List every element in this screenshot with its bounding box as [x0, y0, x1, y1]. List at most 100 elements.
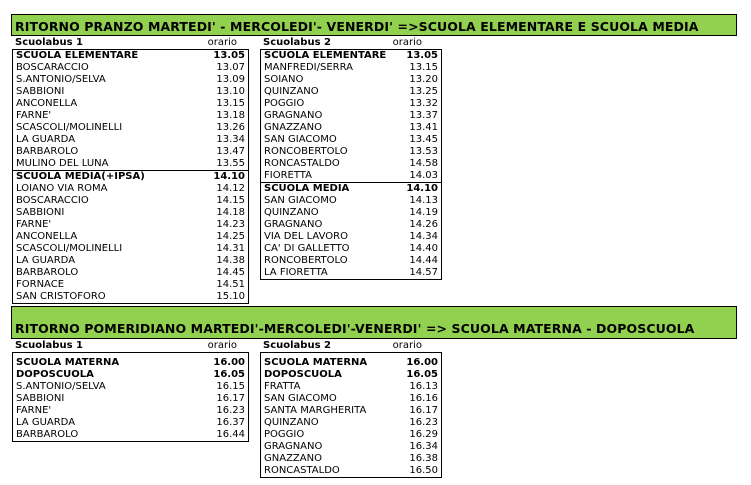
stop-name: VIA DEL LAVORO — [264, 231, 348, 242]
stop-time: 13.53 — [409, 146, 438, 157]
stop-time: 14.10 — [213, 171, 245, 182]
stop-name: GRAGNANO — [264, 110, 323, 121]
stop-name: SAN GIACOMO — [264, 393, 337, 404]
stop-time: 13.15 — [216, 98, 245, 109]
stop-time: 13.25 — [409, 86, 438, 97]
stop-name: BARBAROLO — [16, 146, 79, 157]
stop-time: 14.25 — [216, 231, 245, 242]
schedule-row: FORNACE 14.51 — [13, 279, 248, 291]
stop-name: SCUOLA MEDIA(+IPSA) — [16, 171, 145, 182]
orario-label: orario — [207, 340, 237, 351]
stop-time: 16.05 — [406, 369, 438, 380]
orario-label: orario — [207, 37, 237, 48]
stop-name: MULINO DEL LUNA — [16, 158, 109, 169]
stop-name: CA' DI GALLETTO — [264, 243, 350, 254]
stop-name: RONCASTALDO — [264, 158, 340, 169]
schedule-row: SCUOLA MEDIA(+IPSA) 14.10 — [13, 171, 248, 183]
stop-name: FIORETTA — [264, 170, 312, 181]
schedule-row: GNAZZANO 13.41 — [261, 122, 441, 134]
stop-name: SABBIONI — [16, 393, 65, 404]
stop-time: 13.26 — [216, 122, 245, 133]
schedule-row: LA GUARDA 16.37 — [13, 417, 248, 429]
stop-name: SCASCOLI/MOLINELLI — [16, 243, 123, 254]
stop-time: 13.10 — [216, 86, 245, 97]
schedule-row: DOPOSCUOLA 16.05 — [261, 369, 441, 381]
stop-name: BOSCARACCIO — [16, 62, 89, 73]
stop-name: FARNE' — [16, 405, 52, 416]
stop-time: 14.58 — [409, 158, 438, 169]
stop-time: 16.00 — [406, 357, 438, 368]
stop-time: 13.09 — [216, 74, 245, 85]
stop-time: 16.44 — [216, 429, 245, 440]
stop-name: DOPOSCUOLA — [16, 369, 94, 380]
stop-name: SABBIONI — [16, 86, 65, 97]
stop-time: 14.40 — [409, 243, 438, 254]
stop-name: ANCONELLA — [16, 98, 78, 109]
bus-name: Scuolabus 2 — [263, 340, 331, 351]
stop-name: LA FIORETTA — [264, 267, 328, 278]
stop-time: 14.03 — [409, 170, 438, 181]
schedule-row: FARNE'14.23 — [13, 219, 248, 231]
stop-name: LA GUARDA — [16, 417, 76, 428]
schedule-row: FIORETTA 14.03 — [261, 170, 441, 182]
section2-banner: RITORNO POMERIDIANO MARTEDI'-MERCOLEDI'-… — [11, 306, 737, 339]
schedule-header: Scuolabus 2 orario — [260, 340, 442, 352]
stop-name: SCUOLA ELEMENTARE — [264, 50, 387, 61]
stop-time: 13.41 — [409, 122, 438, 133]
stop-name: SAN GIACOMO — [264, 134, 337, 145]
stop-name: LA GUARDA — [16, 255, 76, 266]
stop-time: 13.37 — [409, 110, 438, 121]
stop-time: 16.50 — [409, 465, 438, 476]
stop-name: GNAZZANO — [264, 122, 322, 133]
stop-name: POGGIO — [264, 98, 305, 109]
stop-name: FRATTA — [264, 381, 301, 392]
stop-name: SAN GIACOMO — [264, 195, 337, 206]
stop-name: BOSCARACCIO — [16, 195, 89, 206]
stop-name: SCUOLA MATERNA — [16, 357, 120, 368]
stop-name: QUINZANO — [264, 207, 319, 218]
stop-time: 16.17 — [409, 405, 438, 416]
stop-time: 14.15 — [216, 195, 245, 206]
stop-time: 14.34 — [409, 231, 438, 242]
schedule-row: GRAGNANO 13.37 — [261, 110, 441, 122]
stop-name: DOPOSCUOLA — [264, 369, 342, 380]
stop-name: GRAGNANO — [264, 219, 323, 230]
stop-name: FARNE' — [16, 219, 52, 230]
stop-time: 14.57 — [409, 267, 438, 278]
stop-time: 16.37 — [216, 417, 245, 428]
stop-name: SCUOLA MATERNA — [264, 357, 368, 368]
section1-banner: RITORNO PRANZO MARTEDI' - MERCOLEDI'- VE… — [11, 14, 737, 36]
stop-time: 14.44 — [409, 255, 438, 266]
stop-time: 14.51 — [216, 279, 245, 290]
schedule-row: ANCONELLA 13.15 — [13, 98, 248, 110]
stop-time: 16.29 — [409, 429, 438, 440]
stop-name: SCUOLA MEDIA — [264, 183, 350, 194]
stop-time: 16.23 — [409, 417, 438, 428]
stop-time: 14.19 — [409, 207, 438, 218]
stop-name: FORNACE — [16, 279, 65, 290]
stop-time: 14.13 — [409, 195, 438, 206]
schedule-header: Scuolabus 1 orario — [12, 37, 249, 49]
stop-time: 14.26 — [409, 219, 438, 230]
section2-title: RITORNO POMERIDIANO MARTEDI'-MERCOLEDI'-… — [15, 321, 695, 336]
